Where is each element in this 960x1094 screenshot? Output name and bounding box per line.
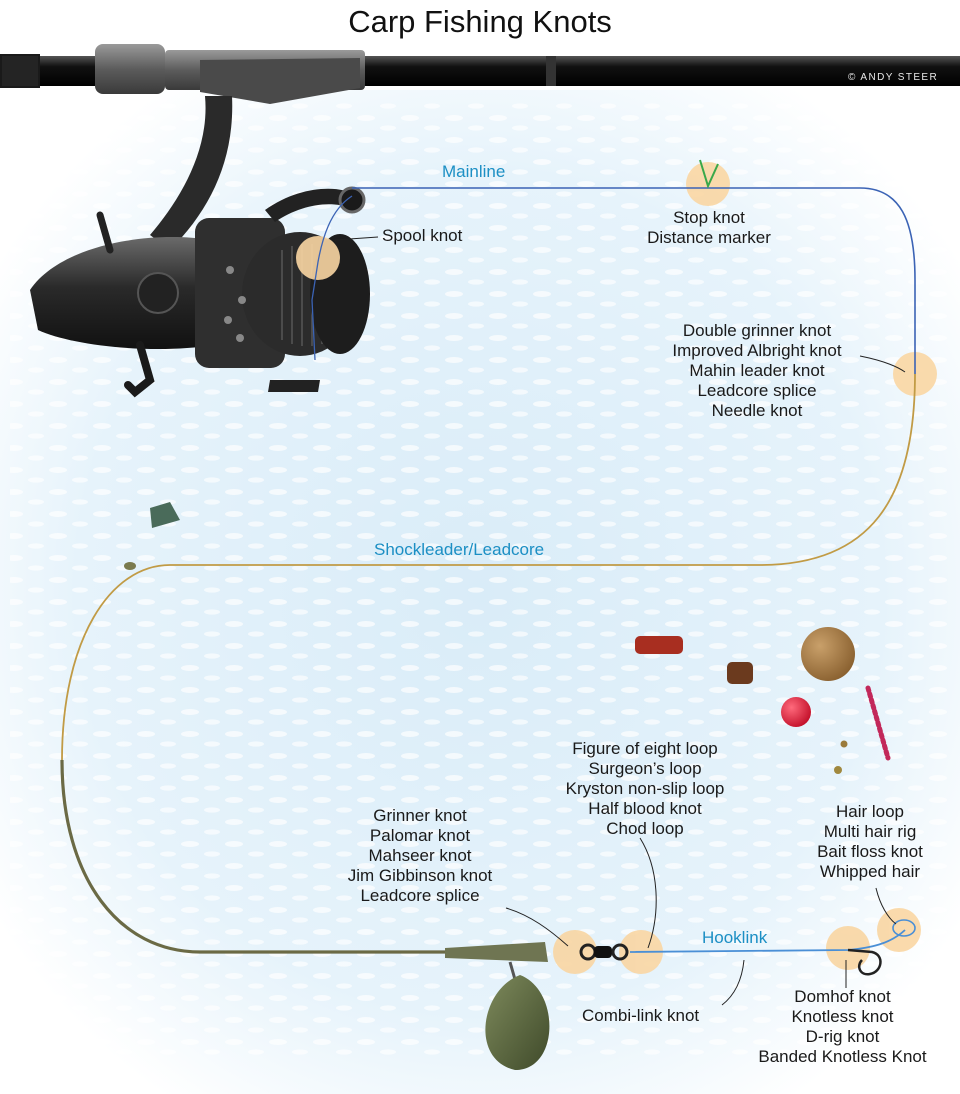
- stop-knot-label-group: Stop knot Distance marker: [629, 208, 789, 248]
- knot-label: Distance marker: [647, 228, 771, 247]
- credit-text: © ANDY STEER: [848, 72, 939, 83]
- knot-label: Spool knot: [382, 226, 463, 245]
- knot-label: Chod loop: [606, 819, 684, 838]
- lead-weight-icon: [445, 942, 550, 1070]
- mainline-line: [352, 187, 916, 374]
- knot-label: Mahin leader knot: [689, 361, 825, 380]
- knot-label: Combi-link knot: [582, 1006, 700, 1025]
- hair-knot-label-group: Hair loop Multi hair rig Bait floss knot…: [800, 802, 940, 882]
- stop-knot-icon: [699, 159, 719, 189]
- knot-label: Whipped hair: [819, 862, 921, 881]
- swivel-knot-label-group: Grinner knot Palomar knot Mahseer knot J…: [320, 806, 520, 906]
- knot-label: Mahseer knot: [368, 846, 472, 865]
- knot-label: D-rig knot: [805, 1027, 880, 1046]
- bloodworm-icon: [865, 685, 891, 761]
- knot-label: Palomar knot: [369, 826, 471, 845]
- page-title: Carp Fishing Knots: [348, 4, 612, 39]
- leader-knot-label-group: Double grinner knot Improved Albright kn…: [642, 321, 872, 421]
- knot-label: Half blood knot: [588, 799, 702, 818]
- knot-label: Domhof knot: [794, 987, 891, 1006]
- pellet-icon: [727, 662, 753, 684]
- knot-label: Banded Knotless Knot: [758, 1047, 927, 1066]
- knot-label: Needle knot: [711, 401, 803, 420]
- shockleader-label: Shockleader/Leadcore: [374, 540, 545, 559]
- swivel-icon: [579, 943, 629, 961]
- knot-label: Jim Gibbinson knot: [347, 866, 493, 885]
- knot-label: Hair loop: [835, 802, 905, 821]
- loop-knot-label-group: Figure of eight loop Surgeon’s loop Krys…: [540, 739, 750, 839]
- knot-marker-hook: [826, 926, 870, 970]
- knot-label: Improved Albright knot: [672, 341, 842, 360]
- leadcore-line: [60, 759, 450, 954]
- knot-label: Leadcore splice: [360, 886, 480, 905]
- shockleader-line: [61, 373, 916, 761]
- knot-label: Leadcore splice: [697, 381, 817, 400]
- knot-label: Kryston non-slip loop: [565, 779, 725, 798]
- knot-label: Multi hair rig: [823, 822, 917, 841]
- knot-label: Grinner knot: [373, 806, 467, 825]
- mainline-label: Mainline: [442, 162, 506, 181]
- knot-label: Stop knot: [673, 208, 745, 227]
- bait-cone-icon: [150, 502, 180, 528]
- knot-label: Bait floss knot: [817, 842, 923, 861]
- boilie-icon: [801, 627, 855, 681]
- hooklink-label: Hooklink: [702, 928, 768, 947]
- bait-items: [124, 502, 891, 774]
- stick-bait-icon: [635, 636, 683, 654]
- knot-marker-swivel: [553, 930, 597, 974]
- knot-marker-spool: [296, 236, 340, 280]
- knot-label: Surgeon’s loop: [588, 759, 702, 778]
- spool-knot-label-group: Spool knot: [382, 226, 462, 246]
- knot-label: Double grinner knot: [682, 321, 832, 340]
- knot-label: Figure of eight loop: [572, 739, 718, 758]
- knot-markers: [296, 162, 937, 974]
- mainline-to-spool: [311, 195, 353, 361]
- rod-icon: [0, 44, 960, 104]
- combi-knot-label-group: Combi-link knot: [582, 1006, 699, 1026]
- hook-icon: [847, 948, 882, 976]
- knot-label: Knotless knot: [791, 1007, 894, 1026]
- hook-knot-label-group: Domhof knot Knotless knot D-rig knot Ban…: [735, 987, 950, 1067]
- hair-loop-icon: [892, 919, 916, 937]
- popup-boilie-icon: [781, 697, 811, 727]
